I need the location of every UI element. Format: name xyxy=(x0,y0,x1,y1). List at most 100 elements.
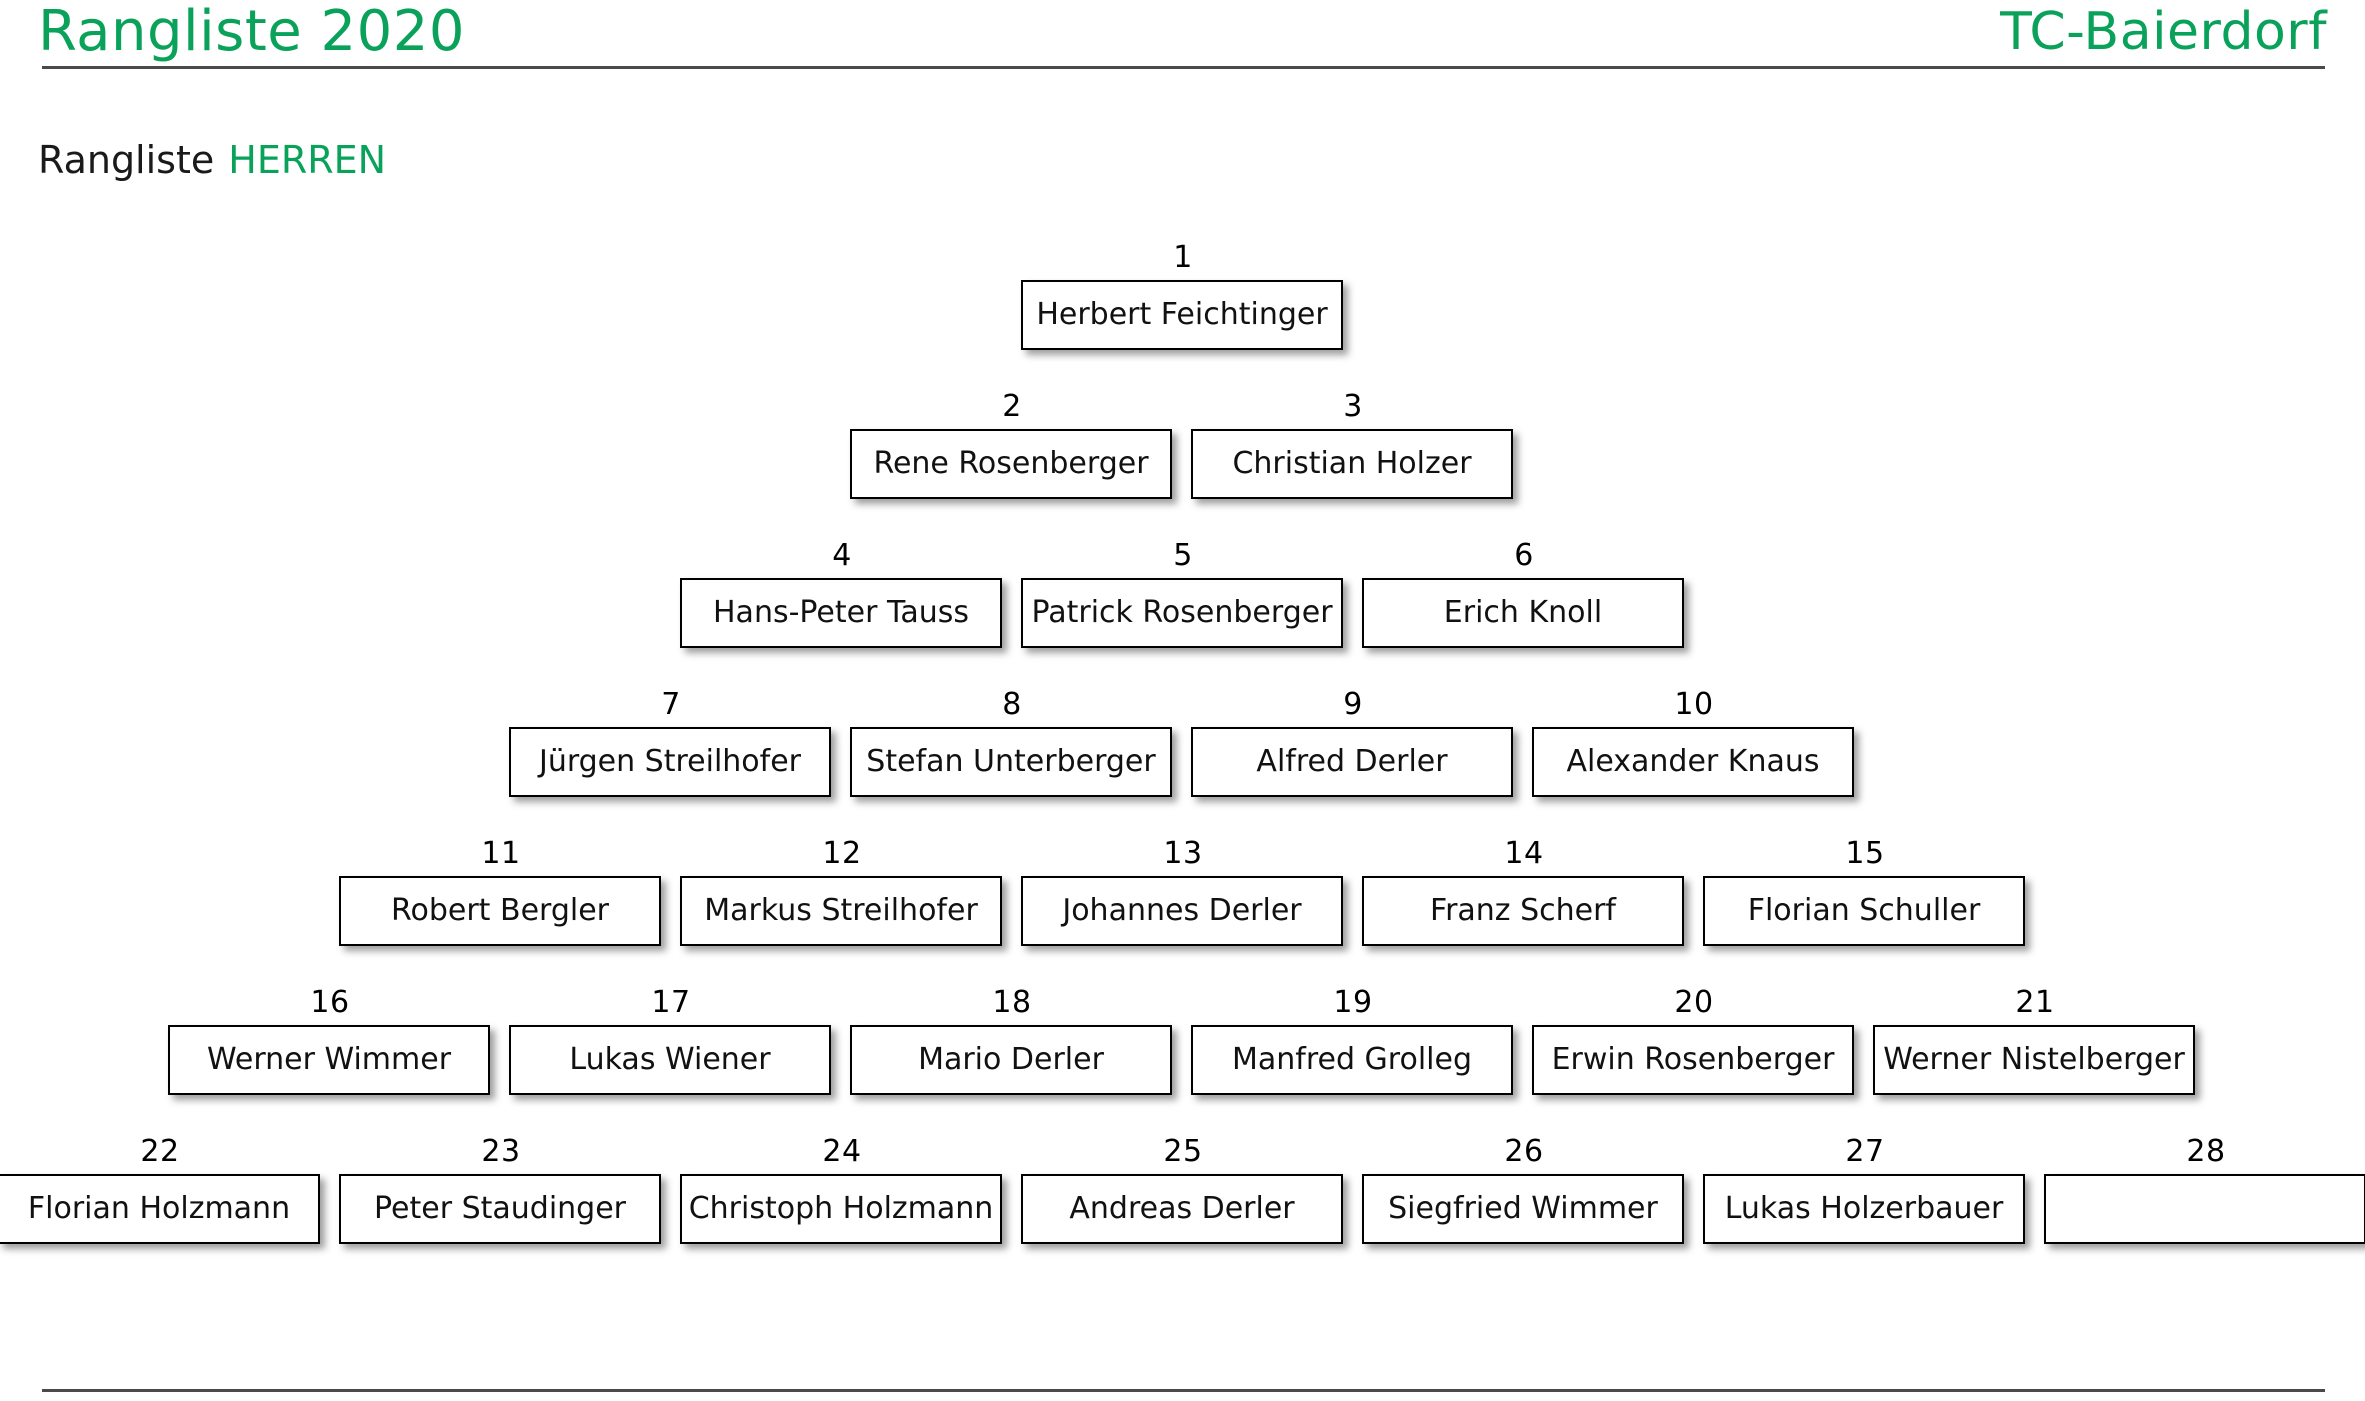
player-name: Franz Scherf xyxy=(1430,894,1616,928)
rank-number: 24 xyxy=(822,1134,862,1169)
player-name: Siegfried Wimmer xyxy=(1388,1192,1658,1226)
rank-number: 1 xyxy=(1173,240,1193,275)
player-box[interactable]: Peter Staudinger xyxy=(339,1174,661,1244)
rank-number: 16 xyxy=(310,985,350,1020)
player-box[interactable]: Johannes Derler xyxy=(1021,876,1343,946)
player-box[interactable]: Alfred Derler xyxy=(1191,727,1513,797)
rank-number: 22 xyxy=(140,1134,180,1169)
player-box[interactable]: Manfred Grolleg xyxy=(1191,1025,1513,1095)
player-box[interactable]: Lukas Wiener xyxy=(509,1025,831,1095)
rank-number: 11 xyxy=(481,836,521,871)
player-box[interactable]: Florian Holzmann xyxy=(0,1174,320,1244)
footer-divider xyxy=(42,1389,2325,1392)
player-box[interactable]: Patrick Rosenberger xyxy=(1021,578,1343,648)
player-name: Herbert Feichtinger xyxy=(1036,298,1328,332)
player-box[interactable]: Rene Rosenberger xyxy=(850,429,1172,499)
player-box[interactable]: Erich Knoll xyxy=(1362,578,1684,648)
player-name: Rene Rosenberger xyxy=(873,447,1149,481)
player-name: Hans-Peter Tauss xyxy=(713,596,969,630)
player-name: Patrick Rosenberger xyxy=(1031,596,1333,630)
rank-number: 23 xyxy=(481,1134,521,1169)
player-box[interactable]: Stefan Unterberger xyxy=(850,727,1172,797)
player-box[interactable] xyxy=(2044,1174,2365,1244)
player-name: Lukas Holzerbauer xyxy=(1724,1192,2004,1226)
player-box[interactable]: Robert Bergler xyxy=(339,876,661,946)
player-box[interactable]: Erwin Rosenberger xyxy=(1532,1025,1854,1095)
rank-number: 20 xyxy=(1674,985,1714,1020)
rank-number: 4 xyxy=(832,538,852,573)
rank-number: 21 xyxy=(2015,985,2055,1020)
player-box[interactable]: Werner Nistelberger xyxy=(1873,1025,2195,1095)
rank-number: 7 xyxy=(661,687,681,722)
rank-number: 13 xyxy=(1163,836,1203,871)
player-box[interactable]: Mario Derler xyxy=(850,1025,1172,1095)
rank-number: 28 xyxy=(2186,1134,2226,1169)
rank-number: 19 xyxy=(1333,985,1373,1020)
player-box[interactable]: Hans-Peter Tauss xyxy=(680,578,1002,648)
subtitle-label: Rangliste xyxy=(38,138,215,182)
player-name: Lukas Wiener xyxy=(569,1043,771,1077)
rank-number: 27 xyxy=(1845,1134,1885,1169)
page-header: Rangliste 2020 TC-Baierdorf xyxy=(0,0,2365,72)
player-name: Alexander Knaus xyxy=(1566,745,1820,779)
club-name: TC-Baierdorf xyxy=(2000,2,2327,62)
player-box[interactable]: Werner Wimmer xyxy=(168,1025,490,1095)
player-box[interactable]: Franz Scherf xyxy=(1362,876,1684,946)
rank-number: 10 xyxy=(1674,687,1714,722)
player-name: Johannes Derler xyxy=(1062,894,1302,928)
header-divider xyxy=(42,66,2325,69)
player-box[interactable]: Christian Holzer xyxy=(1191,429,1513,499)
player-name: Robert Bergler xyxy=(391,894,609,928)
rank-number: 17 xyxy=(651,985,691,1020)
rank-number: 26 xyxy=(1504,1134,1544,1169)
rank-number: 3 xyxy=(1343,389,1363,424)
player-name: Christian Holzer xyxy=(1232,447,1472,481)
player-name: Peter Staudinger xyxy=(374,1192,626,1226)
player-name: Erich Knoll xyxy=(1443,596,1603,630)
player-box[interactable]: Siegfried Wimmer xyxy=(1362,1174,1684,1244)
player-name: Stefan Unterberger xyxy=(866,745,1156,779)
rank-number: 5 xyxy=(1173,538,1193,573)
player-box[interactable]: Jürgen Streilhofer xyxy=(509,727,831,797)
player-box[interactable]: Herbert Feichtinger xyxy=(1021,280,1343,350)
player-name: Werner Nistelberger xyxy=(1883,1043,2185,1077)
player-box[interactable]: Christoph Holzmann xyxy=(680,1174,1002,1244)
player-name: Manfred Grolleg xyxy=(1232,1043,1472,1077)
subtitle: Rangliste HERREN xyxy=(38,134,386,186)
rank-number: 14 xyxy=(1504,836,1544,871)
subtitle-category: HERREN xyxy=(228,138,387,182)
player-box[interactable]: Alexander Knaus xyxy=(1532,727,1854,797)
rank-number: 6 xyxy=(1514,538,1534,573)
player-name: Florian Schuller xyxy=(1747,894,1981,928)
player-box[interactable]: Markus Streilhofer xyxy=(680,876,1002,946)
player-box[interactable]: Lukas Holzerbauer xyxy=(1703,1174,2025,1244)
player-box[interactable]: Andreas Derler xyxy=(1021,1174,1343,1244)
player-box[interactable]: Florian Schuller xyxy=(1703,876,2025,946)
rank-number: 2 xyxy=(1002,389,1022,424)
